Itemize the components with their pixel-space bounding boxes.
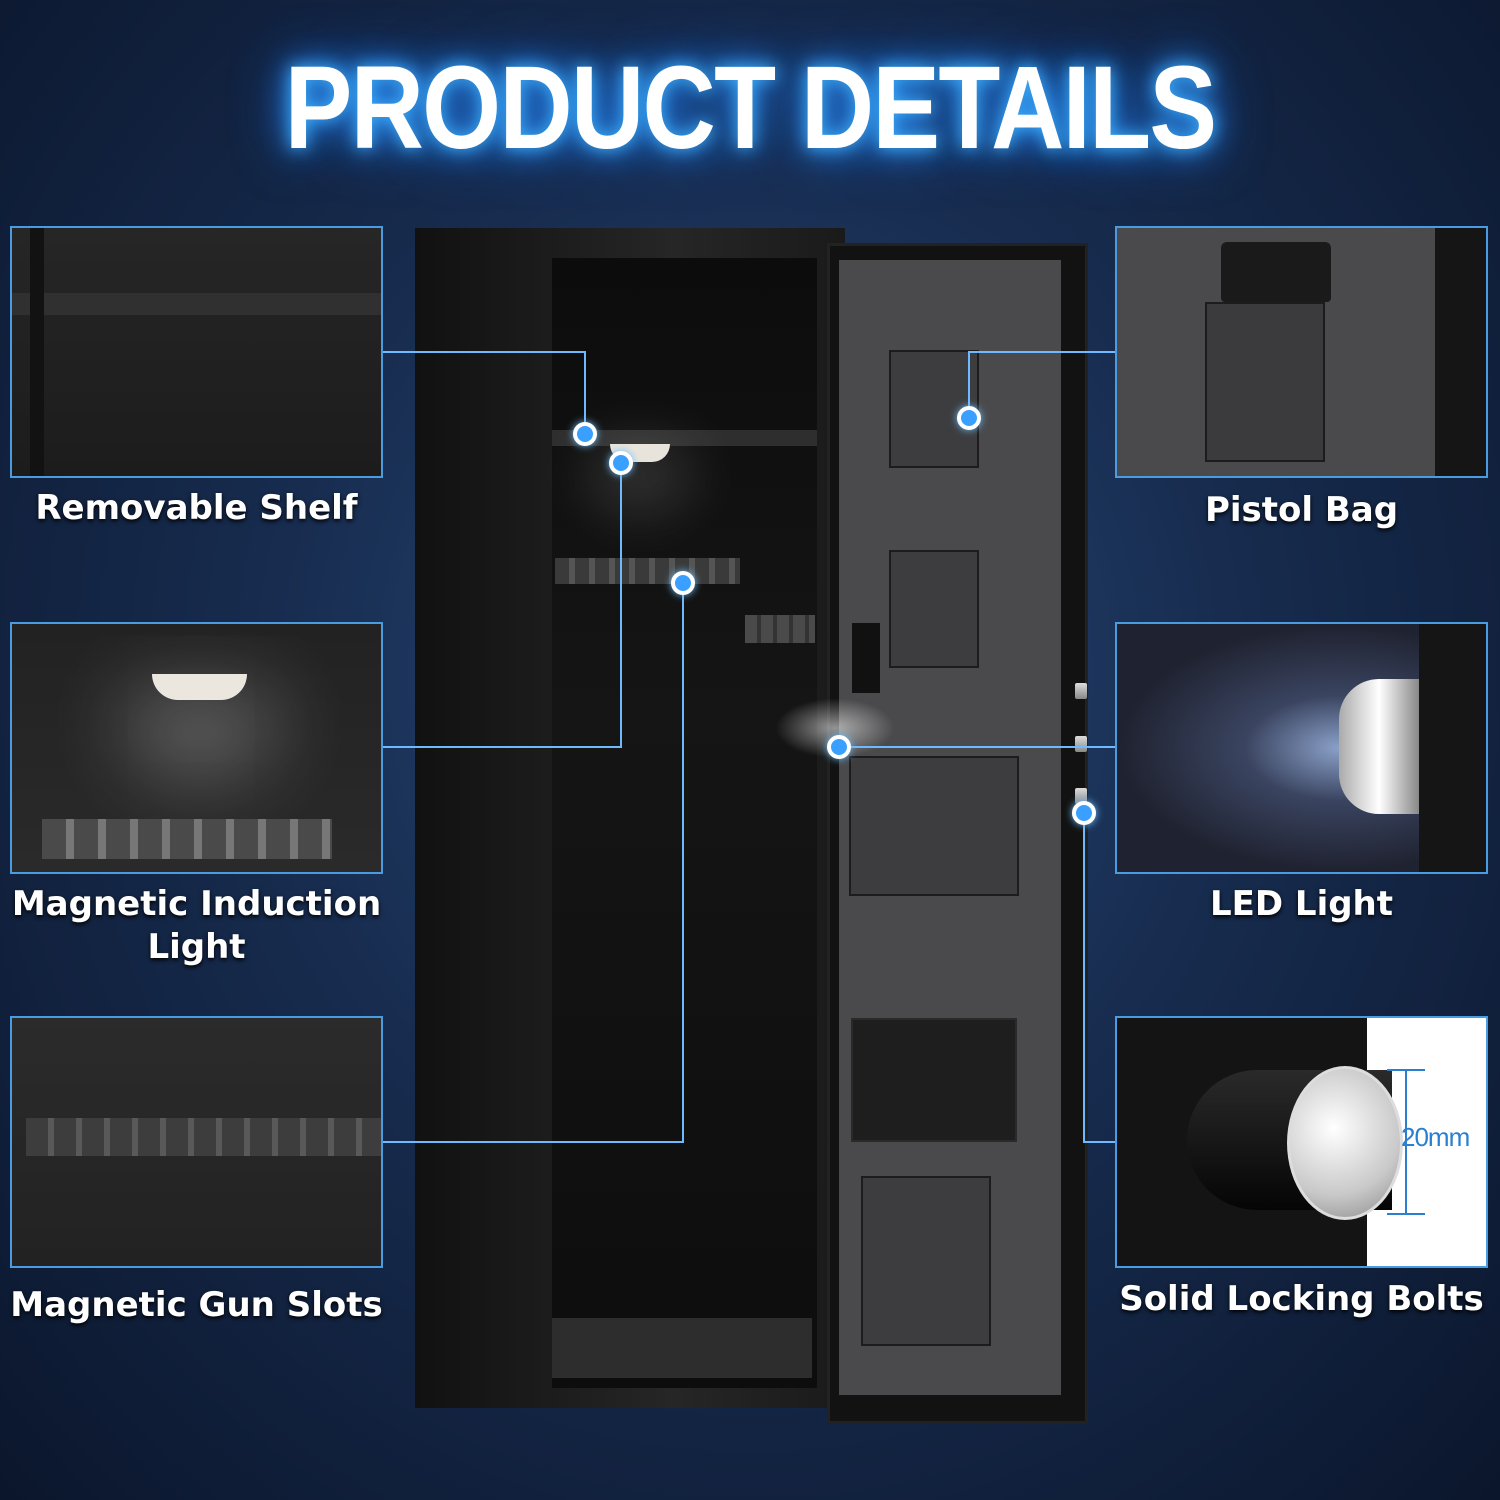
connector-bolts-h — [1083, 1141, 1115, 1143]
door-pocket-2 — [889, 550, 979, 668]
led-light-label: LED Light — [1209, 884, 1394, 924]
door-pocket-4 — [861, 1176, 991, 1346]
pistol-bag-pocket — [1205, 302, 1325, 462]
bolt-measurement: 20mm — [1401, 1122, 1470, 1152]
keypad — [852, 623, 880, 693]
door-pocket-3 — [849, 756, 1019, 896]
door-edge — [1419, 624, 1486, 872]
connector-shelf-v — [584, 351, 586, 433]
page-title: PRODUCT DETAILS — [284, 42, 1217, 174]
connector-bolts-v — [1083, 812, 1085, 1143]
connector-induction-h — [383, 746, 621, 748]
safe-interior — [552, 258, 817, 1388]
gun-safe — [415, 218, 1088, 1424]
pistol-icon — [1221, 242, 1331, 302]
gun-slot-rack — [555, 558, 740, 584]
pistol-bag-photo — [1115, 226, 1488, 478]
solid-locking-bolts-label: Solid Locking Bolts — [1119, 1279, 1484, 1319]
magnetic-induction-light-photo — [10, 622, 383, 874]
solid-locking-bolts-photo: 20mm — [1115, 1016, 1488, 1268]
connector-induction-v — [620, 462, 622, 748]
marker-dot-pistol-bag — [957, 406, 981, 430]
measure-cap-top — [1387, 1069, 1425, 1071]
shelf-edge — [12, 293, 381, 315]
connector-pistol-h — [969, 351, 1115, 353]
connector-shelf-h — [383, 351, 585, 353]
connector-pistol-v — [968, 351, 970, 418]
led-bulb — [1339, 679, 1419, 814]
connector-slots-v — [682, 582, 684, 1143]
door-mesh-pocket — [851, 1018, 1017, 1142]
connector-led-h — [838, 746, 1115, 748]
locking-bolt-1 — [1075, 683, 1087, 699]
gun-slot-rack-small — [745, 615, 815, 643]
marker-dot-locking-bolts — [1072, 801, 1096, 825]
marker-dot-induction-light — [609, 451, 633, 475]
gun-slot-rack — [42, 819, 332, 859]
marker-dot-shelf — [573, 422, 597, 446]
shelf — [552, 430, 817, 446]
marker-dot-gun-slots — [671, 571, 695, 595]
bolt-face — [1287, 1066, 1403, 1220]
door-edge — [1435, 228, 1486, 476]
gun-slot-rack — [26, 1118, 381, 1156]
magnetic-induction-light-label-line2: Light — [147, 927, 246, 967]
pistol-bag-label: Pistol Bag — [1204, 490, 1399, 530]
locking-bolt-2 — [1075, 736, 1087, 752]
measure-cap-bottom — [1387, 1213, 1425, 1215]
magnetic-induction-light-label-line1: Magnetic Induction — [11, 884, 382, 924]
led-light-photo — [1115, 622, 1488, 874]
removable-shelf-label: Removable Shelf — [35, 488, 358, 528]
marker-dot-led-light — [827, 735, 851, 759]
measure-line — [1405, 1070, 1407, 1214]
induction-light-puck — [152, 674, 247, 700]
shelf-side-wall — [30, 228, 44, 476]
locking-bolt-3 — [1075, 788, 1087, 804]
magnetic-gun-slots-photo — [10, 1016, 383, 1268]
safe-floor-mat — [552, 1318, 812, 1378]
removable-shelf-photo — [10, 226, 383, 478]
magnetic-gun-slots-label: Magnetic Gun Slots — [10, 1285, 383, 1325]
connector-slots-h — [383, 1141, 683, 1143]
